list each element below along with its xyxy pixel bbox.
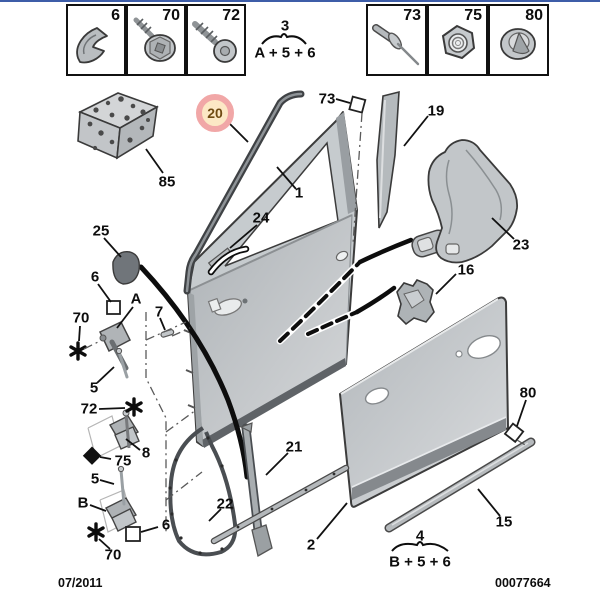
callout-22: 22 — [216, 495, 234, 513]
callout-16: 16 — [457, 261, 475, 279]
callout-1: 1 — [294, 184, 304, 202]
sound-deadening-patch — [112, 251, 140, 285]
check-strap-a — [99, 321, 131, 379]
check-strap-b — [99, 465, 137, 533]
hardware-box-70-number: 70 — [162, 7, 180, 24]
door-aperture-seal — [168, 426, 238, 557]
callout-5-lower: 5 — [90, 470, 100, 488]
formula-bottom-expression: B + 5 + 6 — [389, 553, 451, 571]
inner-handle-cutout — [207, 297, 248, 316]
callout-70-lower: 70 — [104, 546, 122, 564]
harness-routing-curves — [138, 237, 504, 480]
callout-24: 24 — [252, 209, 270, 227]
trim-clip-icon — [500, 28, 536, 60]
formula-top-number: 3 — [280, 17, 290, 35]
callout-21: 21 — [285, 438, 303, 456]
callout-7: 7 — [154, 303, 164, 321]
hardware-box-75: 75 — [427, 4, 488, 76]
callout-6-upper: 6 — [90, 268, 100, 286]
hardware-box-73-number: 73 — [403, 7, 421, 24]
hardware-box-75-number: 75 — [464, 7, 482, 24]
callout-25: 25 — [92, 222, 110, 240]
callout-6-lower: 6 — [161, 516, 171, 534]
nut-location-marker — [82, 446, 102, 465]
drawing-number: 00077664 — [495, 576, 551, 590]
highlighted-callout-20[interactable]: 20 — [196, 94, 234, 132]
callout-72: 72 — [80, 400, 98, 418]
module-carrier-panel — [427, 139, 519, 264]
window-lifter-bracket — [396, 279, 435, 326]
hardware-box-6-number: 6 — [111, 7, 120, 24]
callout-80: 80 — [519, 384, 537, 402]
callout-a: A — [130, 290, 142, 308]
callout-19: 19 — [427, 102, 445, 120]
outer-handle-cutout — [467, 335, 501, 359]
door-inner-assembly — [183, 111, 358, 448]
lower-rail-strip — [210, 464, 350, 545]
formula-bottom-number: 4 — [415, 527, 425, 545]
glass-run-channel — [239, 422, 273, 557]
hardware-box-72-number: 72 — [222, 7, 240, 24]
spring-clip-icon — [76, 27, 108, 64]
window-frame-seal — [183, 90, 305, 295]
callout-23: 23 — [512, 236, 530, 254]
callout-b: B — [77, 494, 89, 512]
outer-door-panel — [339, 296, 509, 508]
hardware-box-80: 80 — [488, 4, 549, 76]
callout-73: 73 — [318, 90, 336, 108]
hardware-box-6: 6 — [66, 4, 126, 76]
construction-lines — [83, 112, 528, 533]
callout-15: 15 — [495, 513, 513, 531]
pillar-trim — [376, 90, 400, 229]
rivet-icon — [372, 24, 420, 66]
callout-75: 75 — [114, 452, 132, 470]
hex-washer-screw-icon — [133, 17, 176, 62]
callout-85: 85 — [158, 173, 176, 191]
hardware-box-73: 73 — [366, 4, 427, 76]
callout-5-upper: 5 — [89, 379, 99, 397]
top-border-line — [0, 0, 600, 2]
pan-head-screw-icon — [192, 21, 237, 63]
fastener-kit-box — [77, 92, 159, 160]
screw-location-stars — [69, 341, 143, 542]
hardware-box-72: 72 — [186, 4, 246, 76]
callout-2: 2 — [306, 536, 316, 554]
revision-date: 07/2011 — [58, 576, 103, 590]
formula-braces — [261, 33, 449, 552]
flange-nut-icon — [441, 24, 476, 60]
formula-top-expression: A + 5 + 6 — [254, 44, 316, 62]
callout-70-upper: 70 — [72, 309, 90, 327]
leader-lines — [78, 98, 527, 550]
clip-location-squares — [106, 95, 525, 542]
hardware-box-70: 70 — [126, 4, 186, 76]
side-molding-strip — [384, 437, 536, 533]
hardware-box-80-number: 80 — [525, 7, 543, 24]
callout-8: 8 — [141, 444, 151, 462]
